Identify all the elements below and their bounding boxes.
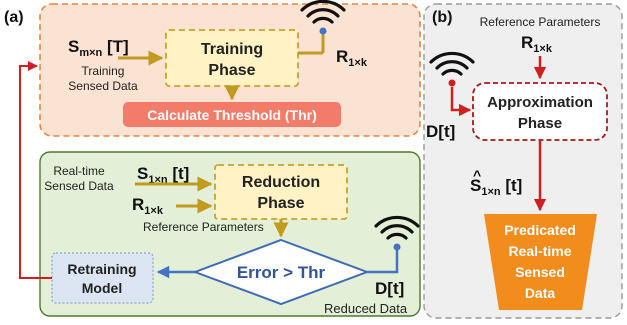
training-input-caption-1: Training	[82, 64, 125, 78]
approximation-label-1: Approximation	[487, 94, 593, 111]
wifi-icon-training	[300, 0, 346, 24]
realtime-caption-2: Sensed Data	[44, 179, 114, 193]
retraining-feedback-loop	[19, 61, 52, 279]
reduction-ref-caption: Reference Parameters	[143, 220, 264, 234]
predicted-data-output	[484, 214, 597, 310]
panel-b-label: (b)	[432, 9, 452, 26]
approx-ref-caption: Reference Parameters	[480, 15, 601, 29]
approximation-label-2: Phase	[518, 115, 562, 132]
training-phase-label-1: Training	[201, 41, 263, 58]
wifi-node-approximation	[448, 79, 456, 87]
training-input-label: Sm×n [T]	[68, 37, 129, 59]
result-line-3: Sensed	[515, 264, 565, 280]
calculate-threshold-label: Calculate Threshold (Thr)	[147, 107, 317, 123]
wifi-icon-approximation	[429, 51, 475, 76]
reduction-phase-label-2: Phase	[257, 195, 304, 212]
arrow-approx-input	[450, 87, 472, 117]
reduction-phase-box[interactable]	[214, 164, 348, 220]
retraining-model-box[interactable]	[51, 252, 154, 304]
training-phase-label-2: Phase	[208, 62, 255, 79]
result-line-4: Data	[525, 285, 556, 301]
wifi-node-training	[319, 27, 327, 35]
calculate-threshold-box[interactable]	[123, 102, 341, 127]
wifi-node-reduction	[393, 243, 401, 251]
wifi-icon-reduction	[374, 215, 420, 240]
arrow-to-reduced-output	[367, 250, 399, 274]
decision-label: Error > Thr	[237, 263, 326, 282]
approx-output-hat: ^	[473, 167, 481, 183]
approx-output-label: S1×n [t]	[470, 176, 522, 198]
retraining-label-1: Retraining	[67, 261, 136, 277]
training-input-caption-2: Sensed Data	[68, 79, 138, 93]
reduction-phase-label-1: Reduction	[242, 174, 320, 191]
reduced-output-caption: Reduced Data	[324, 301, 408, 316]
approx-input-label: D[t]	[426, 122, 455, 141]
approx-ref-label: R1×k	[521, 33, 553, 55]
realtime-caption-1: Real-time	[53, 164, 105, 178]
reduced-output-label: D[t]	[375, 279, 404, 298]
panel-a-label: (a)	[4, 9, 24, 26]
training-phase-box[interactable]	[165, 29, 299, 87]
retraining-label-2: Model	[82, 280, 122, 296]
reduction-input2-label: R1×k	[132, 195, 164, 217]
training-output-label: R1×k	[336, 47, 368, 69]
result-line-1: Predicated	[504, 222, 576, 238]
decision-diamond[interactable]	[192, 238, 370, 306]
result-line-2: Real-time	[508, 243, 571, 259]
